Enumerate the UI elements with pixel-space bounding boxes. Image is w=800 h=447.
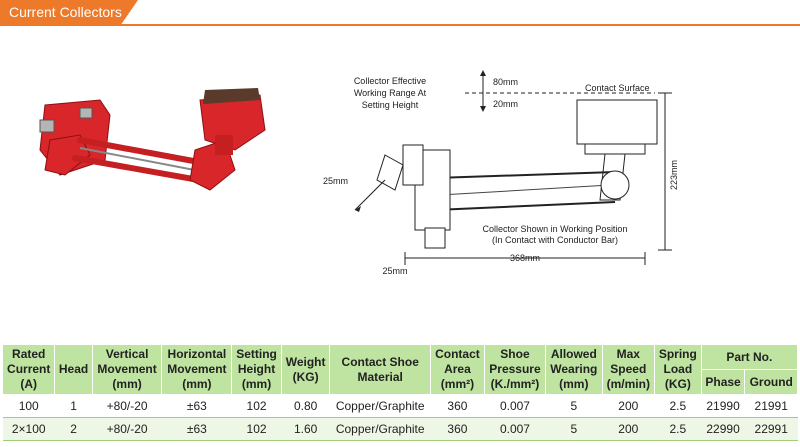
- cell-weight: 0.80: [281, 394, 330, 418]
- cell-pressure: 0.007: [484, 417, 546, 441]
- col-head: Head: [54, 344, 93, 395]
- col-weight: Weight(KG): [280, 344, 331, 395]
- cell-weight: 1.60: [281, 417, 330, 441]
- dimension-diagram: Collector Effective Working Range At Set…: [323, 70, 679, 276]
- up-range-label: 80mm: [493, 77, 518, 87]
- cell-phase: 22990: [701, 417, 745, 441]
- range-label-line2: Working Range At: [354, 88, 427, 98]
- table-row: 100 1 +80/-20 ±63 102 0.80 Copper/Graphi…: [2, 394, 798, 418]
- cell-area: 360: [430, 394, 485, 418]
- cell-wearing: 5: [545, 417, 603, 441]
- current-collector-photo: [39, 88, 266, 191]
- caption-line2: (In Contact with Conductor Bar): [492, 235, 618, 245]
- cell-vertical: +80/-20: [92, 417, 162, 441]
- cell-horizontal: ±63: [161, 417, 232, 441]
- cell-rated-current: 2×100: [2, 417, 55, 441]
- col-ground: Ground: [744, 369, 798, 395]
- cell-setting: 102: [231, 417, 282, 441]
- col-part-no: Part No.: [700, 344, 799, 370]
- cell-horizontal: ±63: [161, 394, 232, 418]
- cell-speed: 200: [602, 417, 655, 441]
- shoe-width-label: 25mm: [323, 176, 348, 186]
- col-phase: Phase: [700, 369, 746, 395]
- cell-ground: 22991: [744, 417, 798, 441]
- range-label-line1: Collector Effective: [354, 76, 426, 86]
- cell-head: 1: [54, 394, 93, 418]
- cell-vertical: +80/-20: [92, 394, 162, 418]
- cell-speed: 200: [602, 394, 655, 418]
- down-range-label: 20mm: [493, 99, 518, 109]
- cell-material: Copper/Graphite: [329, 394, 431, 418]
- length-dimension-label: 368mm: [510, 253, 540, 263]
- caption-line1: Collector Shown in Working Position: [483, 224, 628, 234]
- cell-material: Copper/Graphite: [329, 417, 431, 441]
- header-tab: [0, 0, 138, 24]
- cell-ground: 21991: [744, 394, 798, 418]
- contact-surface-label: Contact Surface: [585, 83, 650, 93]
- cell-phase: 21990: [701, 394, 745, 418]
- cell-head: 2: [54, 417, 93, 441]
- range-label-line3: Setting Height: [362, 100, 419, 110]
- cell-setting: 102: [231, 394, 282, 418]
- cell-rated-current: 100: [2, 394, 55, 418]
- cell-pressure: 0.007: [484, 394, 546, 418]
- bottom-offset-label: 25mm: [382, 266, 407, 276]
- section-header: Current Collectors: [0, 0, 800, 28]
- cell-wearing: 5: [545, 394, 603, 418]
- cell-area: 360: [430, 417, 485, 441]
- height-dimension-label: 223mm: [669, 160, 679, 190]
- table-row: 2×100 2 +80/-20 ±63 102 1.60 Copper/Grap…: [2, 417, 798, 441]
- header-underline: [0, 24, 800, 26]
- cell-spring: 2.5: [654, 394, 702, 418]
- cell-spring: 2.5: [654, 417, 702, 441]
- section-title: Current Collectors: [9, 4, 122, 20]
- table-subheader-row: Phase Ground: [3, 369, 798, 395]
